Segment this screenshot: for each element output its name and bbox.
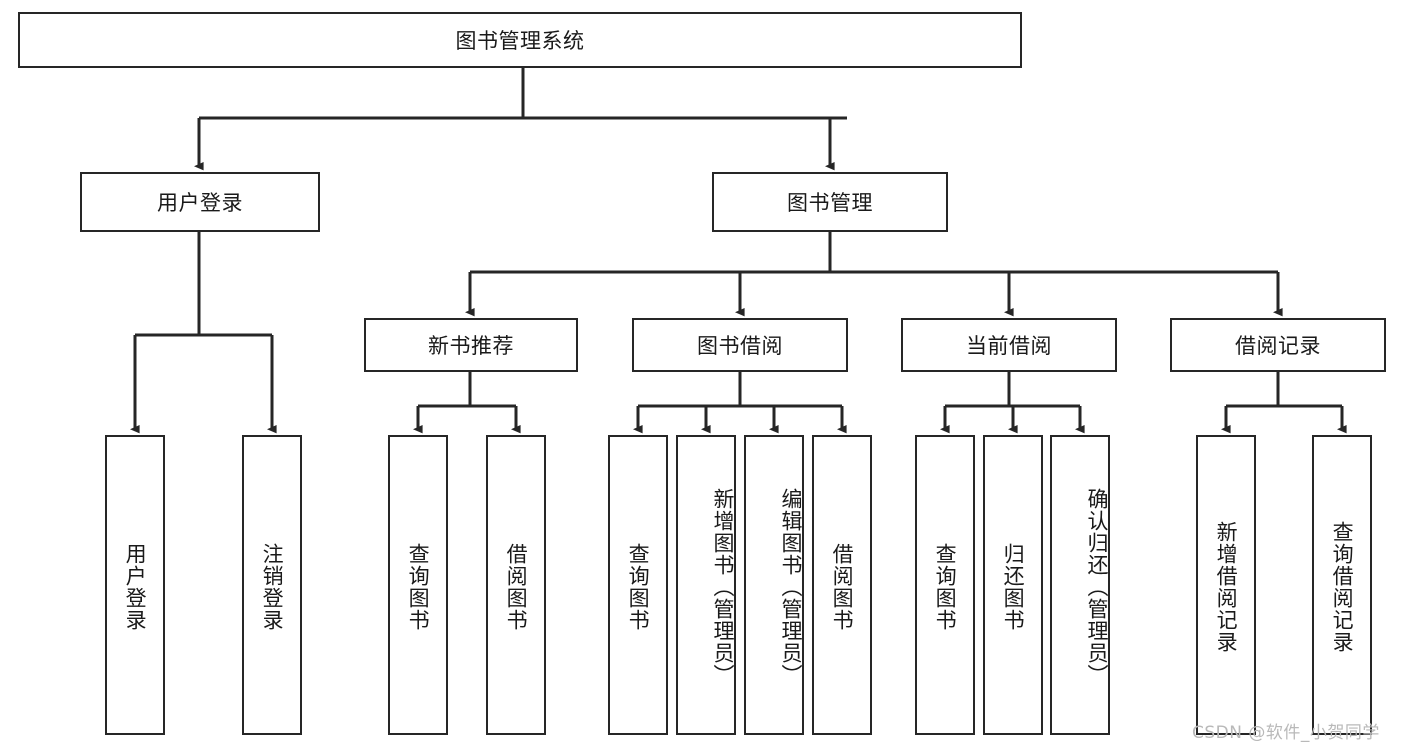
leaf-confirm-return-label: 确认归还（管理员）: [1085, 488, 1109, 686]
leaf-add-book[interactable]: 新增图书（管理员）: [676, 435, 736, 735]
leaf-query-book-1[interactable]: 查询图书: [388, 435, 448, 735]
node-borrow-record-label: 借阅记录: [1235, 334, 1321, 358]
node-book-management[interactable]: 图书管理: [712, 172, 948, 232]
leaf-query-book-3[interactable]: 查询图书: [915, 435, 975, 735]
node-current-borrow[interactable]: 当前借阅: [901, 318, 1117, 372]
node-book-borrow-label: 图书借阅: [697, 334, 783, 358]
leaf-query-book-1-label: 查询图书: [406, 543, 431, 631]
node-borrow-record[interactable]: 借阅记录: [1170, 318, 1386, 372]
edges-root: [130, 68, 1347, 434]
node-new-book-recommend-label: 新书推荐: [428, 334, 514, 358]
leaf-borrow-book-2[interactable]: 借阅图书: [812, 435, 872, 735]
node-root[interactable]: 图书管理系统: [18, 12, 1022, 68]
leaf-confirm-return[interactable]: 确认归还（管理员）: [1050, 435, 1110, 735]
leaf-add-book-label: 新增图书（管理员）: [711, 488, 735, 686]
node-user-login[interactable]: 用户登录: [80, 172, 320, 232]
leaf-logout[interactable]: 注销登录: [242, 435, 302, 735]
leaf-query-book-2[interactable]: 查询图书: [608, 435, 668, 735]
leaf-query-book-2-label: 查询图书: [626, 543, 651, 631]
leaf-logout-label: 注销登录: [260, 543, 285, 631]
node-new-book-recommend[interactable]: 新书推荐: [364, 318, 578, 372]
leaf-borrow-book-1-label: 借阅图书: [504, 543, 529, 631]
node-book-borrow[interactable]: 图书借阅: [632, 318, 848, 372]
leaf-user-login[interactable]: 用户登录: [105, 435, 165, 735]
watermark: CSDN @软件_小贺同学: [1192, 723, 1380, 743]
leaf-add-record[interactable]: 新增借阅记录: [1196, 435, 1256, 735]
leaf-query-book-3-label: 查询图书: [933, 543, 958, 631]
leaf-query-record-label: 查询借阅记录: [1330, 521, 1355, 653]
leaf-borrow-book-1[interactable]: 借阅图书: [486, 435, 546, 735]
leaf-add-record-label: 新增借阅记录: [1214, 521, 1239, 653]
node-user-login-label: 用户登录: [157, 191, 243, 215]
leaf-edit-book[interactable]: 编辑图书（管理员）: [744, 435, 804, 735]
leaf-user-login-label: 用户登录: [123, 543, 148, 631]
node-current-borrow-label: 当前借阅: [966, 334, 1052, 358]
leaf-query-record[interactable]: 查询借阅记录: [1312, 435, 1372, 735]
leaf-edit-book-label: 编辑图书（管理员）: [779, 488, 803, 686]
node-root-label: 图书管理系统: [455, 29, 585, 53]
leaf-return-book[interactable]: 归还图书: [983, 435, 1043, 735]
leaf-return-book-label: 归还图书: [1001, 543, 1026, 631]
leaf-borrow-book-2-label: 借阅图书: [830, 543, 855, 631]
node-book-management-label: 图书管理: [787, 191, 873, 215]
